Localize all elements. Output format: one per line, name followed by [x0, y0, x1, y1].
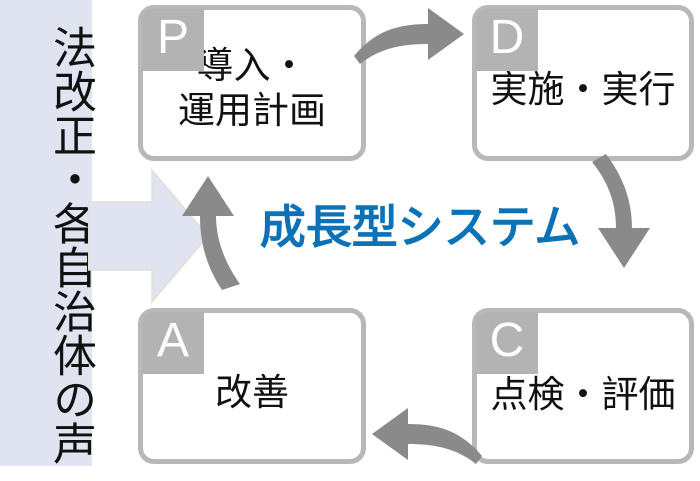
card-check-body: 点検・評価 [477, 313, 689, 459]
card-act-letter: A [156, 314, 189, 367]
card-plan-letter: P [156, 11, 189, 64]
card-do-letter: D [489, 11, 525, 64]
card-plan-line-2: 運用計画 [178, 89, 326, 132]
card-plan-tab: P [142, 9, 204, 71]
card-check-letter: C [489, 314, 525, 367]
curved-arrow-left-icon [352, 404, 484, 476]
card-plan[interactable]: 導入・ 運用計画 P [138, 5, 366, 161]
card-act-tab: A [142, 312, 204, 374]
card-do-tab: D [476, 9, 538, 71]
card-do-body: 実施・実行 [477, 10, 689, 156]
pdca-diagram: 法改正・各自治体の声 導入・ 運用計画 P 実施・実行 D 改善 A [0, 0, 694, 466]
card-check[interactable]: 点検・評価 C [472, 308, 694, 464]
curved-arrow-down-icon [588, 152, 670, 292]
card-check-line-1: 点検・評価 [490, 373, 676, 417]
card-do[interactable]: 実施・実行 D [472, 5, 694, 161]
input-banner-label: 法改正・各自治体の声 [45, 25, 96, 465]
card-act-body: 改善 [143, 313, 361, 459]
card-do-line-1: 実施・実行 [490, 68, 676, 112]
card-act[interactable]: 改善 A [138, 308, 366, 464]
curved-arrow-up-icon [176, 152, 258, 292]
input-banner: 法改正・各自治体の声 [0, 0, 96, 466]
right-arrow-icon [87, 167, 210, 305]
curved-arrow-right-icon [352, 0, 484, 68]
card-plan-body: 導入・ 運用計画 [143, 10, 361, 156]
card-act-line-1: 改善 [215, 371, 289, 415]
card-check-tab: C [476, 312, 538, 374]
diagram-title: 成長型システム [259, 200, 581, 254]
card-plan-line-1: 導入・ [196, 43, 308, 87]
